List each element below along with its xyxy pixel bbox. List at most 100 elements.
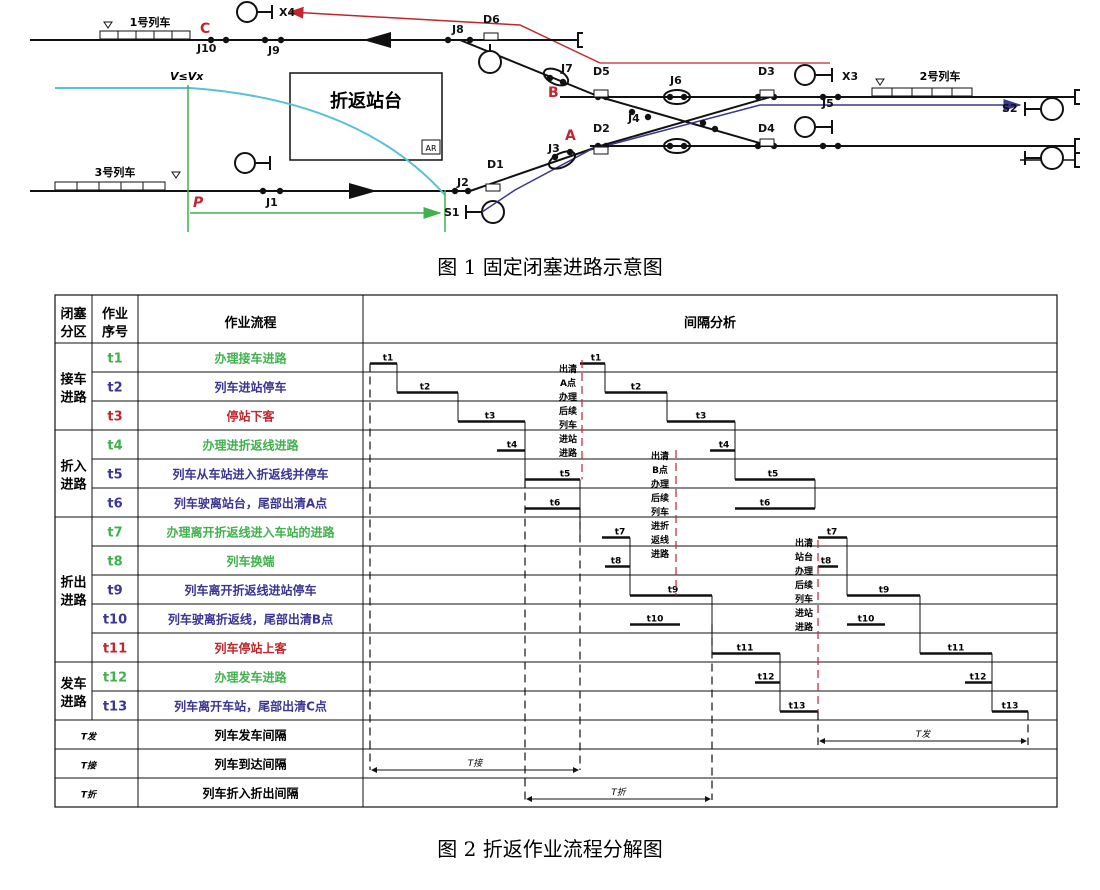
insulation-joint (464, 187, 472, 195)
timeline-note: 办理 (559, 391, 577, 403)
group-name: 进路 (60, 593, 87, 609)
label-j7: J7 (560, 62, 573, 75)
figure2-caption: 图 2 折返作业流程分解图 (437, 837, 662, 861)
interval-label: T发 (916, 729, 931, 740)
insulation-joint (834, 93, 842, 101)
speed-label: V≤Vx (170, 70, 204, 83)
timeline-bar-label: t9 (668, 586, 679, 596)
insulation-joint (444, 36, 452, 44)
label-j2: J2 (456, 176, 469, 189)
label-j5: J5 (821, 97, 834, 110)
insulation-joint (276, 187, 284, 195)
timeline-note: 进站 (795, 607, 813, 619)
timeline-note: 列车 (559, 419, 577, 431)
point-b-label: B (548, 85, 559, 101)
group-name: 折出 (60, 575, 86, 591)
point-c-label: C (200, 21, 210, 37)
timeline-bar-label: t4 (507, 441, 518, 451)
row-id: t13 (103, 700, 127, 715)
train-3-label: 3号列车 (95, 165, 136, 179)
route-red (288, 6, 601, 64)
row-id: t6 (107, 497, 122, 512)
insulation-joint (277, 36, 285, 44)
label-j9: J9 (267, 44, 280, 57)
ar-label: AR (425, 144, 436, 153)
label-d5: D5 (593, 65, 610, 78)
row-text: 列车从车站进入折返线并停车 (172, 467, 328, 482)
insulation-joint (466, 36, 474, 44)
timeline-bar-label: t6 (550, 499, 561, 509)
timeline-note: 后续 (559, 405, 577, 417)
timeline-bar-label: t8 (611, 557, 622, 567)
insulation-joint (451, 187, 459, 195)
row-text: 列车驶离折返线，尾部出清B点 (168, 612, 333, 627)
insulation-joint (261, 36, 269, 44)
insulation-joint (666, 142, 674, 150)
platform-box (289, 72, 443, 161)
timeline-bar-label: t6 (760, 499, 771, 509)
row-text: 列车进站停车 (214, 380, 286, 395)
train-2-label: 2号列车 (920, 69, 961, 83)
timeline-note: 进站 (559, 433, 577, 445)
interval-label: T折 (611, 787, 627, 798)
row-text: 列车换端 (226, 554, 274, 569)
row-text: 办理接车进路 (214, 351, 287, 366)
header-block-1: 闭塞 (60, 306, 87, 322)
timeline-bar-label: t1 (591, 354, 602, 364)
insulation-joint (819, 142, 827, 150)
insulation-joint (699, 119, 707, 127)
point-a-label: A (565, 128, 576, 144)
row-id: t11 (103, 642, 127, 657)
train-2 (871, 78, 973, 97)
insulation-joint (711, 125, 719, 133)
timeline-bar-label: t3 (485, 412, 496, 422)
group-name: 折入 (60, 459, 86, 475)
row-id: t3 (107, 410, 122, 425)
row-text: 列车离开折返线进站停车 (184, 583, 316, 598)
header-analysis: 间隔分析 (684, 315, 736, 331)
insulation-joint (259, 187, 267, 195)
label-j6: J6 (669, 74, 682, 87)
insulation-joint (628, 108, 636, 116)
summary-text: 列车折入折出间隔 (202, 786, 298, 801)
label-d6: D6 (483, 13, 500, 26)
signal-s1 (465, 200, 505, 224)
timeline-bar-label: t10 (647, 615, 664, 625)
train-3 (54, 171, 181, 191)
train-1 (99, 21, 191, 40)
timeline-chart: t1t2t3t4t5t6t1t2t3t4t5t6t7t8t9t10t11t12t… (369, 354, 1029, 802)
timeline-note: 出清 (559, 363, 577, 375)
label-s2: S2 (1002, 102, 1018, 115)
insulation-joint (834, 142, 842, 150)
timeline-bar-label: t13 (789, 702, 806, 712)
row-text: 办理进折返线进路 (202, 438, 299, 453)
label-x4: X4 (279, 6, 295, 19)
switch-ellipses (542, 67, 691, 170)
group-name: 进路 (60, 390, 87, 406)
row-text: 办理发车进路 (214, 670, 287, 685)
timeline-bar-label: t9 (879, 586, 890, 596)
signal-d6 (478, 44, 502, 74)
summary-symbol: T接 (81, 761, 98, 772)
bumper-lower (1074, 152, 1080, 168)
timeline-bar-label: t4 (719, 441, 730, 451)
signal-d4 (794, 116, 833, 138)
row-id: t9 (107, 584, 122, 599)
timeline-note: 进路 (795, 621, 814, 633)
label-d1: D1 (487, 158, 504, 171)
timeline-bar-label: t10 (858, 615, 875, 625)
timeline-note: 进折 (651, 520, 669, 532)
insulation-joint (819, 93, 827, 101)
row-id: t1 (107, 352, 122, 367)
label-j8: J8 (451, 23, 464, 36)
figure1-caption: 图 1 固定闭塞进路示意图 (437, 255, 662, 279)
group-name: 发车 (59, 676, 86, 692)
train-1-label: 1号列车 (130, 15, 171, 29)
row-id: t7 (107, 526, 122, 541)
timeline-bar-label: t1 (383, 354, 394, 364)
row-id: t2 (107, 381, 122, 396)
timeline-bar-label: t12 (758, 673, 775, 683)
timeline-bar-label: t5 (560, 470, 571, 480)
